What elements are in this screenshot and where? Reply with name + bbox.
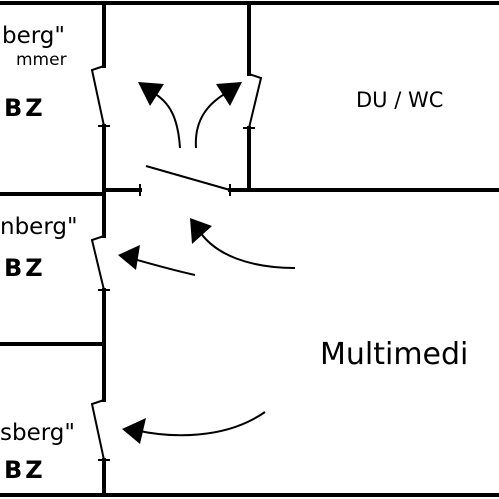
arrow-head-to-middle-left [118,245,140,270]
room-middle-left-abbr: BZ [4,254,46,282]
door-bathroom [248,73,263,129]
room-bottom-left-name: sberg" [0,420,75,446]
door-middle-left [90,235,105,291]
arrow-head-to-bathroom [216,82,242,106]
room-multimedia-name: Multimedi [320,337,469,372]
door-top-left [90,65,105,127]
room-top-left-abbr: BZ [4,94,46,122]
room-bathroom-name: DU / WC [356,88,444,112]
room-top-left-name: berg" [2,23,65,49]
arrow-shaft-into-corridor [199,231,296,269]
arrow-shaft-to-bathroom [194,91,229,149]
room-top-left-subtitle: mmer [16,50,67,70]
arrow-shaft-to-middle-left [129,257,196,276]
door-corridor [145,165,231,191]
arrow-head-to-bottom-left [122,418,146,444]
arrow-head-into-corridor [190,218,212,244]
arrow-shaft-to-top-left [151,91,181,149]
door-bottom-left [90,399,105,461]
room-middle-left-name: nberg" [0,214,78,240]
arrow-head-to-top-left [138,82,164,106]
arrow-shaft-to-bottom-left [134,411,266,437]
room-bottom-left-abbr: BZ [4,456,46,484]
